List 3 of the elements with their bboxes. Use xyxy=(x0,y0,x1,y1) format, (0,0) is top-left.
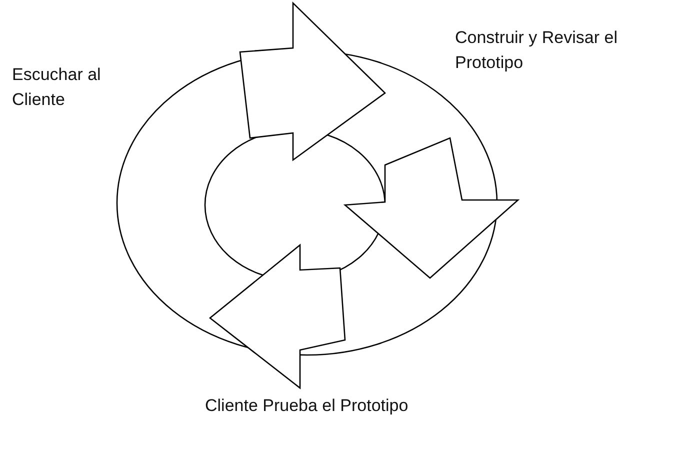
stage-label: Escuchar al Cliente xyxy=(12,64,102,111)
stage-label: Cliente Prueba el Prototipo xyxy=(205,395,410,417)
stage-label: Construir y Revisar el Prototipo xyxy=(455,27,618,74)
